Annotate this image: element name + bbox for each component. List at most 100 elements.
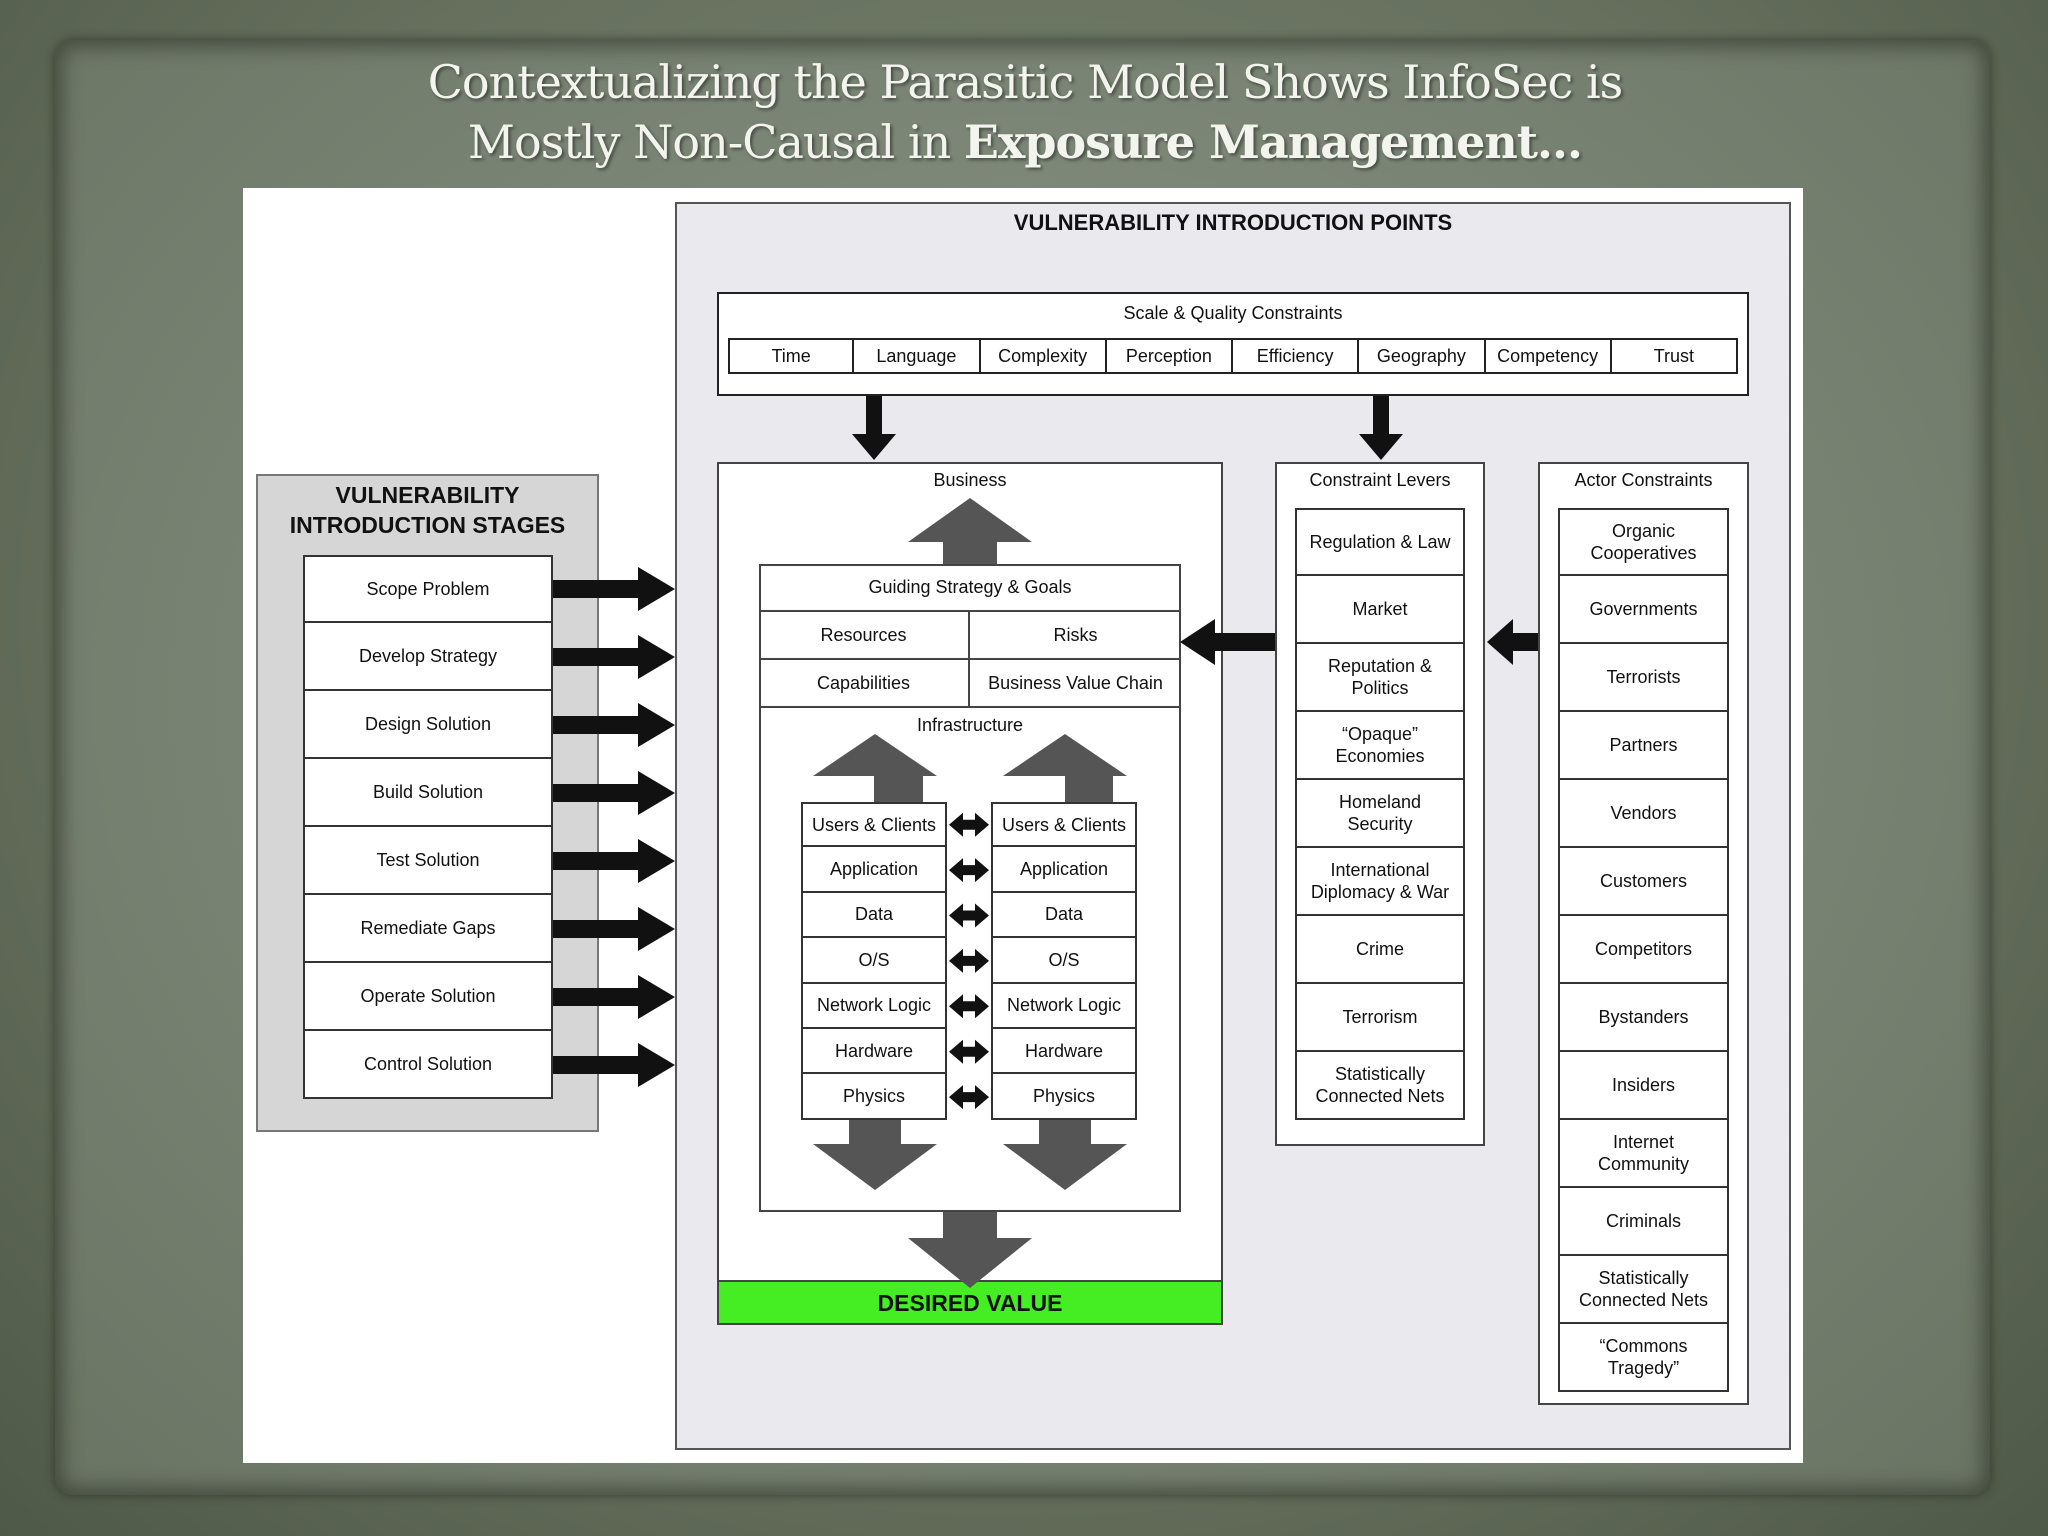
lever-item: Reputation & Politics [1295,644,1465,712]
constraint-cell: Efficiency [1233,338,1360,374]
lever-item: Statistically Connected Nets [1295,1052,1465,1120]
lever-item: Crime [1295,916,1465,984]
actor-item: Customers [1558,848,1729,916]
constraint-cell: Trust [1611,338,1738,374]
capabilities-cell: Capabilities [759,660,970,708]
lever-item: Regulation & Law [1295,508,1465,576]
actor-item: Terrorists [1558,644,1729,712]
diagram-figure: VULNERABILITY INTRODUCTION STAGES Scope … [243,188,1803,1463]
stack-left-item: Hardware [801,1029,947,1075]
actor-item: “Commons Tragedy” [1558,1324,1729,1392]
stage-item: Remediate Gaps [303,895,553,963]
actor-item: Internet Community [1558,1120,1729,1188]
title-line-1: Contextualizing the Parasitic Model Show… [427,55,1624,109]
lever-item: Homeland Security [1295,780,1465,848]
stack-right-item: Users & Clients [991,802,1137,848]
stack-right-item: O/S [991,938,1137,984]
lever-item: International Diplomacy & War [1295,848,1465,916]
up-arrow-infra-right [1003,734,1127,802]
slide-title: Contextualizing the Parasitic Model Show… [300,52,1750,172]
stage-item: Operate Solution [303,963,553,1031]
stages-heading-line-2: INTRODUCTION STAGES [289,512,566,538]
constraint-cell: Time [728,338,855,374]
double-arrow [949,1085,989,1110]
down-arrow-infra-left [813,1120,937,1190]
risks-cell: Risks [970,612,1181,660]
title-line-2: Mostly Non-Causal in Exposure Management… [300,112,1750,172]
title-line-2-bold: Exposure Management… [963,115,1583,169]
infrastructure-label: Infrastructure [916,715,1024,735]
double-arrow [949,858,989,883]
actor-item: Competitors [1558,916,1729,984]
constraint-cell: Perception [1106,338,1233,374]
constraint-cell: Language [854,338,981,374]
actors-title: Actor Constraints [1574,470,1713,490]
stage-arrow [553,975,675,1019]
stage-arrow [553,703,675,747]
stack-left-item: Physics [801,1074,947,1120]
title-line-2-prefix: Mostly Non-Causal in [467,115,964,169]
stage-arrow [553,771,675,815]
actor-item: Insiders [1558,1052,1729,1120]
actor-item: Vendors [1558,780,1729,848]
actor-item: Statistically Connected Nets [1558,1256,1729,1324]
down-arrow-business [852,396,896,460]
stack-right-item: Data [991,892,1137,939]
stage-item: Develop Strategy [303,623,553,691]
constraints-title: Scale & Quality Constraints [1123,303,1343,323]
stack-left-item: Network Logic [801,983,947,1029]
levers-title: Constraint Levers [1309,470,1451,490]
stack-right-item: Hardware [991,1029,1137,1075]
business-title: Business [933,470,1007,490]
points-heading: VULNERABILITY INTRODUCTION POINTS [1013,210,1453,235]
stack-right-item: Application [991,847,1137,893]
up-arrow-infra-left [813,734,937,802]
lever-item: Terrorism [1295,984,1465,1052]
constraint-cell: Complexity [980,338,1107,374]
constraint-cell: Competency [1485,338,1612,374]
stage-item: Scope Problem [303,555,553,623]
lever-item: Market [1295,576,1465,644]
constraint-cell: Geography [1359,338,1486,374]
double-arrow [949,812,989,837]
stage-arrow [553,567,675,611]
left-arrow-levers-to-business [1180,619,1275,665]
stack-left-item: Users & Clients [801,802,947,848]
value-chain-cell: Business Value Chain [970,660,1181,708]
resources-cell: Resources [759,612,970,660]
stage-arrow [553,907,675,951]
double-arrow [949,903,989,928]
stage-item: Test Solution [303,827,553,895]
actor-item: Bystanders [1558,984,1729,1052]
down-arrow-levers [1359,396,1403,460]
stage-item: Build Solution [303,759,553,827]
down-arrow-desired-value [908,1212,1032,1288]
stage-item: Control Solution [303,1031,553,1099]
down-arrow-infra-right [1003,1120,1127,1190]
stack-left-item: Data [801,892,947,939]
stage-arrows [553,567,675,1087]
up-arrow-business-shape [908,498,1032,564]
stage-arrow [553,635,675,679]
lever-item: “Opaque” Economies [1295,712,1465,780]
diagram-arrows [553,396,1538,1288]
left-arrow-actors-to-levers [1487,619,1538,665]
stages-heading-line-1: VULNERABILITY [335,482,520,508]
stack-left-item: O/S [801,938,947,984]
stage-item: Design Solution [303,691,553,759]
strategy-cell: Guiding Strategy & Goals [759,564,1181,612]
stages-heading: VULNERABILITY INTRODUCTION STAGES [256,480,599,544]
stage-arrow [553,839,675,883]
actor-item: Organic Cooperatives [1558,508,1729,576]
double-arrow [949,994,989,1019]
desired-value-bar: DESIRED VALUE [717,1280,1223,1325]
stack-double-arrows [949,812,989,1110]
stack-right-item: Network Logic [991,983,1137,1029]
actor-item: Governments [1558,576,1729,644]
actor-item: Criminals [1558,1188,1729,1256]
stack-right-item: Physics [991,1074,1137,1120]
double-arrow [949,1039,989,1064]
actor-item: Partners [1558,712,1729,780]
double-arrow [949,948,989,973]
stage-arrow [553,1043,675,1087]
